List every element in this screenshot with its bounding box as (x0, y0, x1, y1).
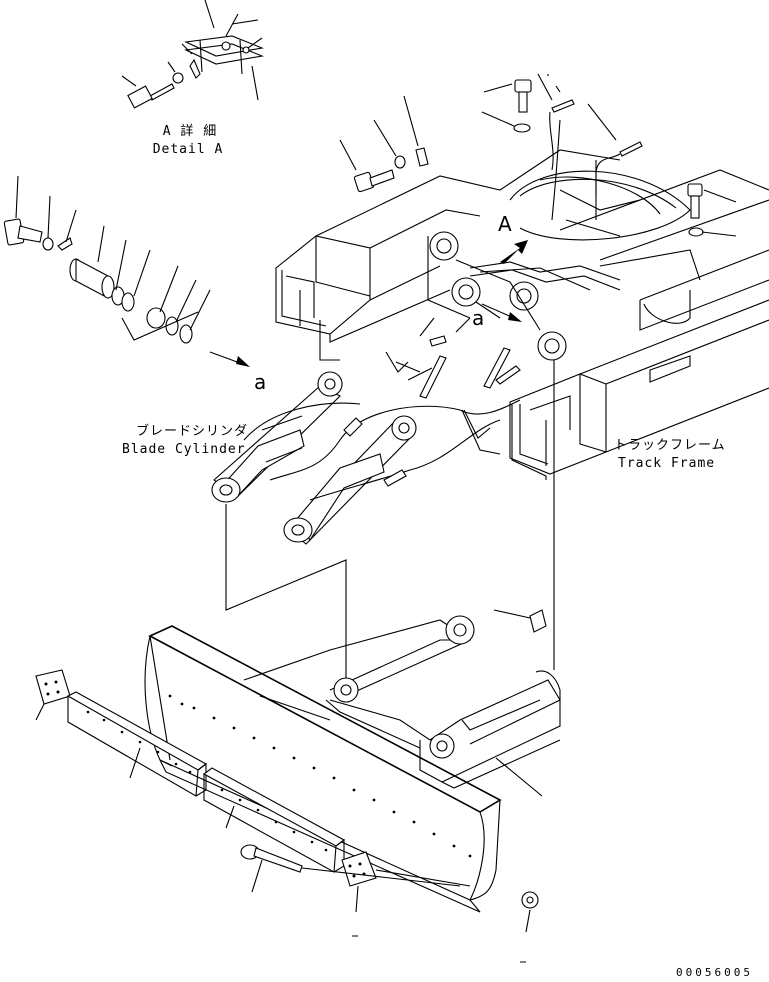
track-frame-group (509, 299, 769, 480)
reference-arrow-icon-2 (508, 312, 522, 322)
blade-holes (168, 694, 472, 858)
pin-stack-group (3, 175, 250, 367)
cutting-edges-group (35, 669, 543, 963)
track-frame-label-en: Track Frame (618, 456, 716, 471)
reference-letter-a-center: a (472, 306, 485, 330)
main-frame-group (275, 73, 769, 361)
detail-a-group (121, 0, 265, 109)
document-number: 00056005 (676, 966, 753, 979)
blade-cylinder-label-jp: ブレードシリンダ (136, 424, 249, 439)
blade-group (144, 609, 561, 913)
detail-a-label-en: Detail A (152, 142, 224, 157)
detail-a-label-jp: A 詳 細 (162, 124, 218, 139)
reference-arrow-icon (236, 356, 250, 367)
blade-cylinder-label-en: Blade Cylinder (122, 442, 246, 457)
view-marker-a: A (498, 212, 512, 236)
blade-cylinder-group (211, 301, 522, 545)
reference-letter-a-left: a (254, 370, 267, 394)
view-direction-arrow-icon (500, 240, 528, 264)
track-frame-label-jp: トラックフレーム (614, 438, 726, 453)
